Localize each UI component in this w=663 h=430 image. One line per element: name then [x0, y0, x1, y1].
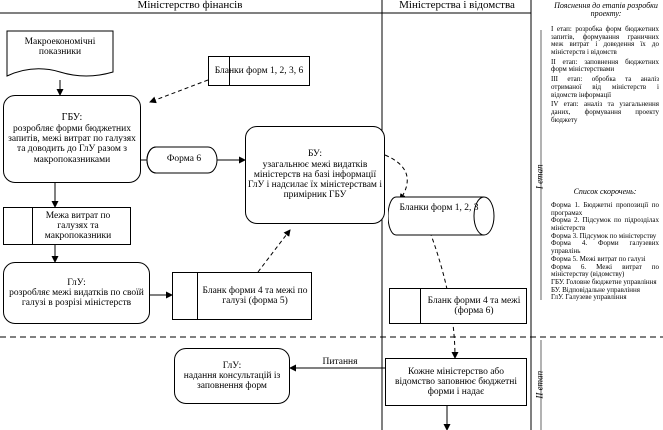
legend-item: Форма 3. Підсумок по міністерству	[551, 231, 657, 240]
stage-label-second: II етап	[534, 370, 545, 399]
bu-title: БУ:	[307, 149, 323, 160]
macro-label: Макроекономічні показники	[24, 37, 96, 57]
forms-123-6-box: Бланки форм 1, 2, 3, 6	[208, 56, 310, 86]
questions-label: Питання	[322, 357, 358, 367]
forms-123-right-label: Бланки форм 1, 2, 3	[399, 203, 479, 213]
form4-left-label: Бланк форми 4 та межі по галузі (форма 5…	[202, 285, 308, 306]
form4-left-box: Бланк форми 4 та межі по галузі (форма 5…	[172, 272, 312, 320]
forms-123-right-storage	[388, 196, 495, 236]
glu2-text: надання консультацій із заповнення форм	[183, 370, 281, 392]
glu-title: ГлУ:	[67, 277, 86, 288]
glu2-node: ГлУ: надання консультацій із заповнення …	[174, 348, 290, 404]
note-item: III етап: обробка та аналіз отриманої ві…	[551, 75, 659, 99]
legend-list: Форма 1. Бюджетні пропозиції по програма…	[551, 201, 659, 302]
glu-text: розробляє межі видатків по своїй галузі …	[9, 287, 144, 309]
stage-label-first: I етап	[534, 164, 545, 190]
notes-title: Пояснення до етапів розробки проекту:	[554, 1, 658, 19]
gbu-text: розробляє форми бюджетних запитів, межі …	[8, 123, 136, 165]
form6-label: Форма 6	[166, 154, 202, 164]
legend-item: ГБУ. Головне бюджетне управління	[551, 277, 657, 286]
form4-right-label: Бланк форми 4 та межі (форма 6)	[427, 295, 521, 316]
legend-item: Форма 6. Межі витрат по міністерству (ві…	[551, 262, 659, 279]
legend-item: Форма 4. Форми галузевих управлінь	[551, 239, 659, 256]
column-header-finance: Міністерство фінансів	[137, 0, 243, 11]
form4-right-marker	[389, 288, 421, 324]
macro-document	[6, 30, 114, 77]
legend-item: Форма 5. Межі витрат по галузі	[551, 254, 646, 263]
legend-item: БУ. Відповідальне управління	[551, 285, 640, 294]
ministry-fill-label: Кожне міністерство або відомство заповню…	[394, 366, 518, 398]
legend-item: Форма 1. Бюджетні пропозиції по програма…	[551, 201, 659, 217]
forms-box-marker	[208, 56, 230, 86]
form4-left-marker	[172, 272, 198, 320]
ministry-fill-box: Кожне міністерство або відомство заповню…	[385, 358, 527, 406]
limits-box: Межа витрат по галузях та макропоказники	[3, 207, 131, 245]
legend-title: Список скорочень:	[573, 187, 637, 196]
gbu-node: ГБУ: розробляє форми бюджетних запитів, …	[3, 95, 141, 183]
note-item: IV етап: аналіз та узагальнення даних, ф…	[551, 100, 659, 124]
limits-label: Межа витрат по галузях та макропоказники	[44, 210, 112, 242]
legend-item: ГлУ. Галузеве управління	[551, 293, 627, 302]
limits-box-marker	[3, 207, 33, 245]
bu-node: БУ: узагальнює межі видатків міністерств…	[245, 126, 385, 224]
legend-item: Форма 2. Підсумок по підрозділах міністе…	[551, 216, 659, 233]
forms-123-6-label: Бланки форм 1, 2, 3, 6	[214, 65, 304, 76]
form4-right-box: Бланк форми 4 та межі (форма 6)	[389, 288, 527, 324]
column-header-ministries: Міністерства і відомства	[399, 0, 515, 11]
note-item: I етап: розробка форм бюджетних запитів,…	[551, 25, 659, 57]
notes-list: I етап: розробка форм бюджетних запитів,…	[551, 25, 659, 124]
form6-storage	[146, 146, 218, 174]
glu2-title: ГлУ:	[222, 360, 242, 371]
gbu-title: ГБУ:	[61, 112, 83, 124]
glu-node: ГлУ: розробляє межі видатків по своїй га…	[3, 262, 150, 324]
bu-text: узагальнює межі видатків міністерств на …	[248, 159, 382, 201]
note-item: II етап: заповнення бюджетних форм мініс…	[551, 57, 659, 74]
